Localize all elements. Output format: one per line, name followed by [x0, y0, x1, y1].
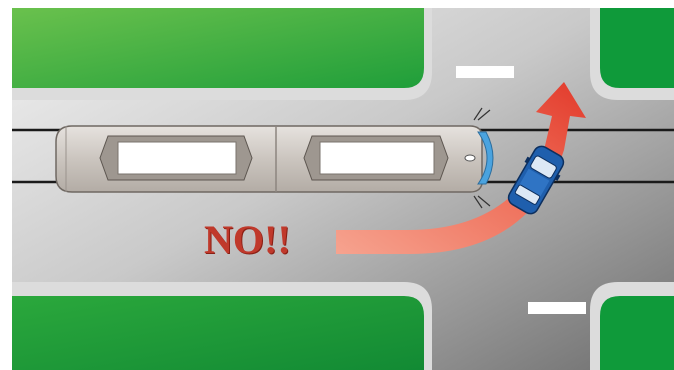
lane-marking-top [456, 66, 514, 78]
warning-text: NO!! [204, 216, 291, 264]
grass-top-left [12, 8, 432, 100]
lane-marking-bottom [528, 302, 586, 314]
grass-bottom-left [12, 282, 432, 370]
grass-top-right [590, 8, 674, 100]
grass-bottom-right [590, 282, 674, 370]
